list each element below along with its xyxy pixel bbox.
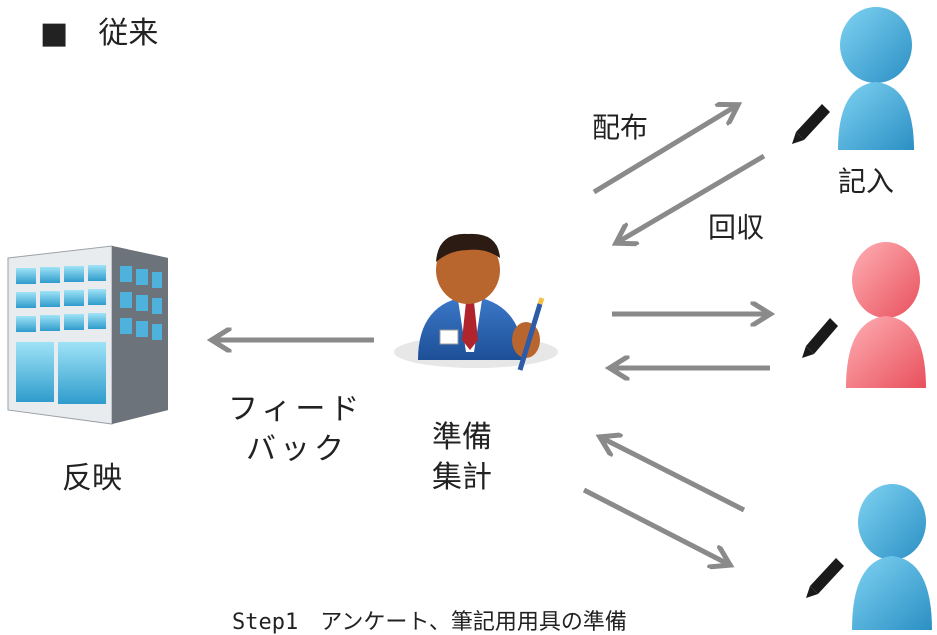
person-top-icon [838,7,914,150]
label-collect: 回収 [708,211,765,244]
arrow-distribute-top [592,106,736,195]
label-feedback-line2: バック [246,432,348,467]
office-building-icon [7,245,168,425]
arrow-collect-top [618,153,766,242]
label-feedback-line1: フィード [228,392,364,427]
arrow-collect-bottom [602,438,746,513]
person-middle-icon [846,242,926,388]
pencil-icon [792,104,830,144]
pencil-icon [806,558,844,598]
person-bottom-icon [852,484,932,630]
label-aggregate: 集計 [432,460,492,495]
label-distribute: 配布 [592,111,649,144]
label-reflect: 反映 [62,461,122,496]
arrow-distribute-bottom [582,487,728,564]
label-fill-in: 記入 [838,165,895,198]
step-caption: Step1 アンケート、筆記用用具の準備 [232,610,627,635]
label-prepare: 準備 [432,420,492,455]
pencil-icon [802,318,838,358]
section-heading: ■ 従来 [40,16,159,51]
businessman-icon [394,233,558,371]
